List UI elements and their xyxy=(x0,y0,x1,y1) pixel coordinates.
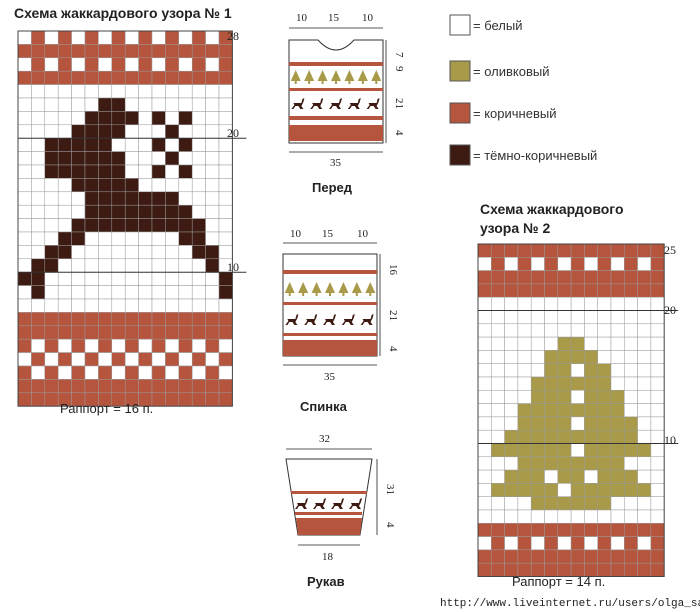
color-legend: = белый = оливковый = коричневый = тёмно… xyxy=(449,14,597,166)
chart1-row-label-10: 10 xyxy=(227,260,239,274)
sleeve-caption: Рукав xyxy=(307,574,345,589)
front-caption: Перед xyxy=(312,180,353,195)
chart2-row-label-10: 10 xyxy=(664,433,676,447)
sleeve-top-dim: 32 xyxy=(319,433,330,445)
legend-label-dark: = тёмно-коричневый xyxy=(473,148,597,163)
legend-swatch-dark xyxy=(449,144,471,166)
chart1-repeat: Раппорт = 16 п. xyxy=(60,401,153,416)
legend-swatch-brown xyxy=(449,102,471,124)
chart2-title-line2: узора № 2 xyxy=(480,220,550,236)
back-side-dim-21: 21 xyxy=(387,310,399,321)
legend-label-white: = белый xyxy=(473,18,523,33)
chart2-repeat: Раппорт = 14 п. xyxy=(512,574,605,589)
chart2-title-line1: Схема жаккардового xyxy=(480,201,624,217)
front-side-dim-9: 9 xyxy=(393,66,405,72)
chart2-row-label-25: 25 xyxy=(664,243,676,257)
front-schematic: 10 15 10 7 9 21 4 35 Перед xyxy=(288,12,405,195)
sleeve-bottom-dim: 18 xyxy=(322,551,334,563)
legend-swatch-white xyxy=(449,14,471,36)
watermark-url: http://www.liveinternet.ru/users/olga_sa… xyxy=(440,598,700,610)
back-side-dim-16: 16 xyxy=(387,264,399,276)
chart2-row-label-20: 20 xyxy=(664,303,676,317)
front-top-dim-left: 10 xyxy=(296,12,308,24)
chart1-row-label-28: 28 xyxy=(227,29,239,43)
legend-label-olive: = оливковый xyxy=(473,64,549,79)
front-side-dim-7: 7 xyxy=(393,52,405,58)
back-schematic: 10 15 10 16 21 4 35 Спинка xyxy=(282,228,399,414)
chart1-title: Схема жаккардового узора № 1 xyxy=(14,5,232,21)
jacquard-chart-1 xyxy=(17,30,247,407)
front-top-dim-mid: 15 xyxy=(328,12,340,24)
back-bottom-dim: 35 xyxy=(324,371,336,383)
front-bottom-dim: 35 xyxy=(330,157,342,169)
back-side-dim-4: 4 xyxy=(387,346,399,352)
back-top-dim-mid: 15 xyxy=(322,228,334,240)
legend-swatch-olive xyxy=(449,60,471,82)
legend-label-brown: = коричневый xyxy=(473,106,556,121)
front-top-dim-right: 10 xyxy=(362,12,374,24)
front-side-dim-4: 4 xyxy=(393,130,405,136)
front-side-dim-21: 21 xyxy=(393,98,405,109)
sleeve-side-dim-4: 4 xyxy=(384,522,396,528)
back-top-dim-left: 10 xyxy=(290,228,302,240)
jacquard-chart-2 xyxy=(477,243,679,577)
sleeve-schematic: 32 31 4 18 Рукав xyxy=(285,433,396,589)
chart1-row-label-20: 20 xyxy=(227,126,239,140)
back-top-dim-right: 10 xyxy=(357,228,369,240)
sleeve-side-dim-31: 31 xyxy=(384,484,396,495)
back-caption: Спинка xyxy=(300,399,348,414)
